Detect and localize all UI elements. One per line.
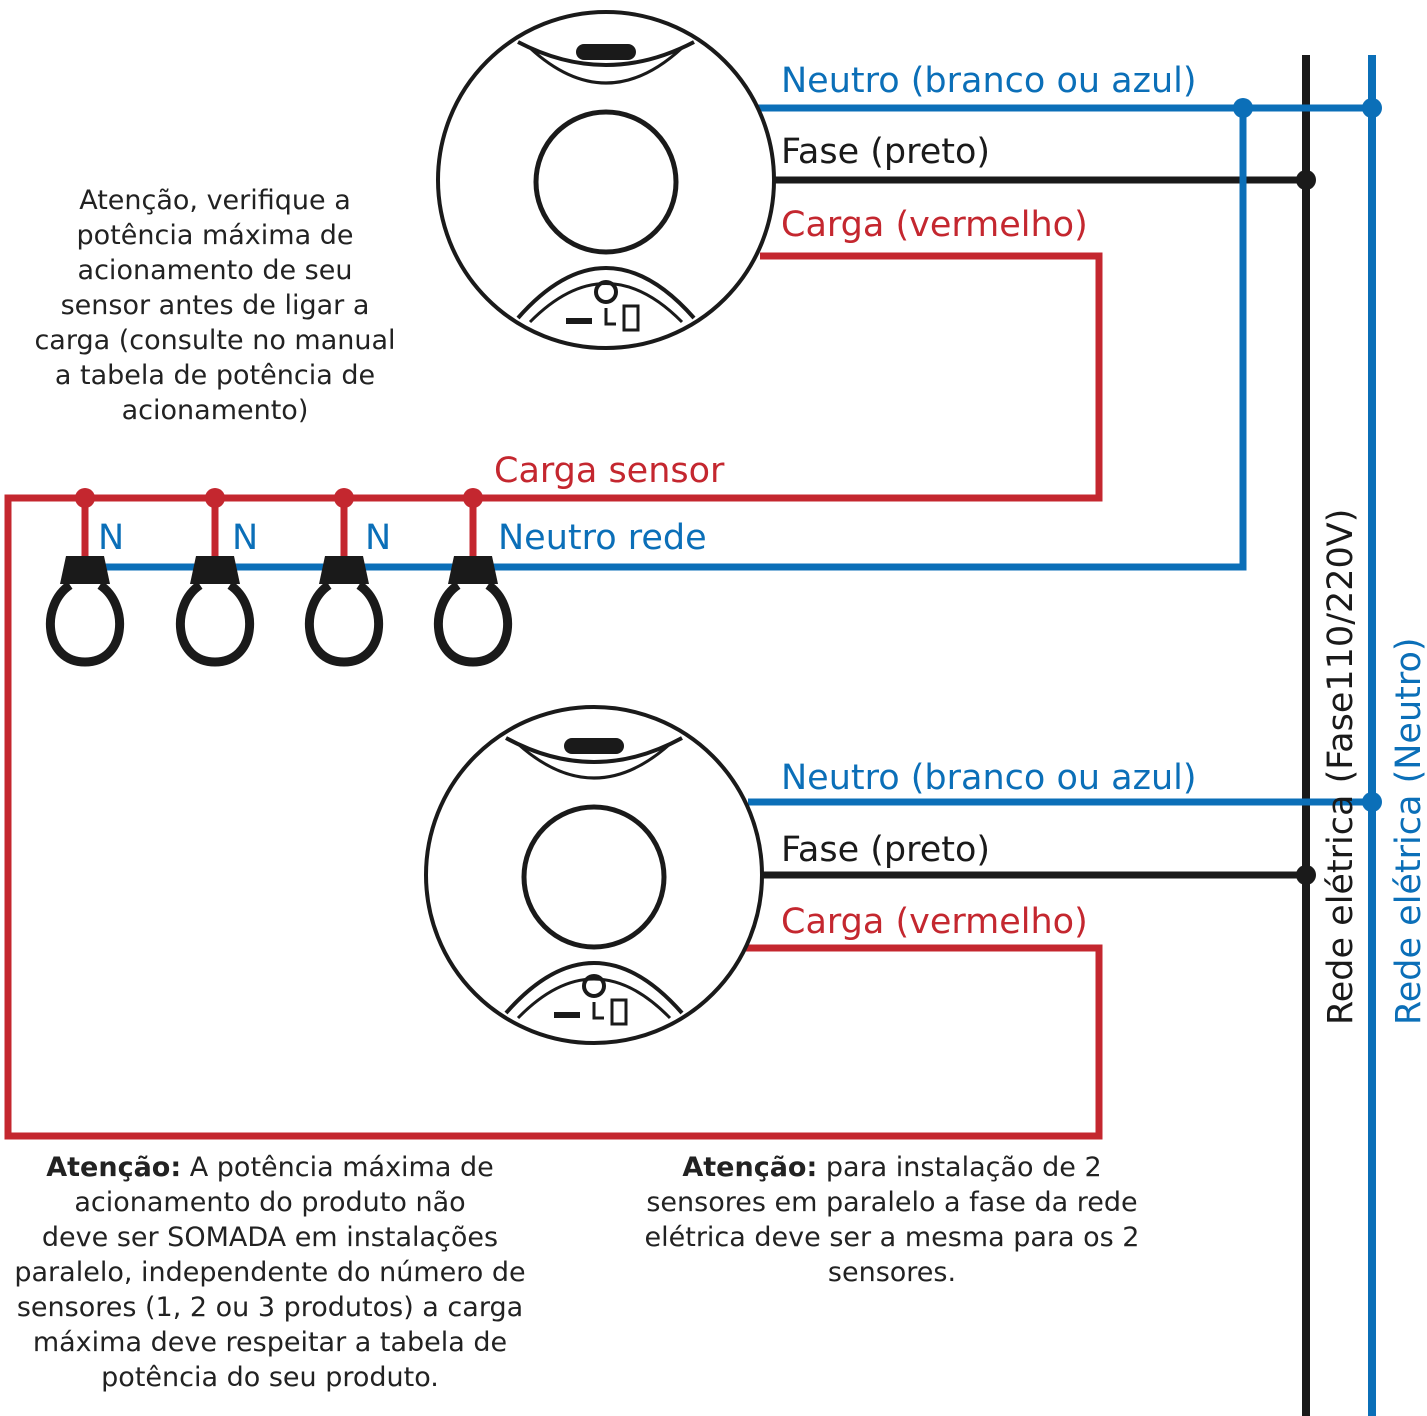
lamp-4	[433, 488, 513, 667]
note-top: Atenção, verifique a potência máxima de …	[34, 185, 396, 426]
junction-dot	[1362, 792, 1382, 812]
lamp-3	[304, 488, 384, 667]
note-text: A potência máxima de acionamento do prod…	[14, 1152, 526, 1393]
junction-dot	[1296, 170, 1316, 190]
note-bottom-left: Atenção: A potência máxima de acionament…	[0, 1150, 540, 1395]
lamp-neutral-label: N	[232, 518, 258, 558]
junction-dot	[1233, 98, 1253, 118]
lamp-1	[45, 488, 125, 667]
bottom-load-label: Carga (vermelho)	[781, 902, 1088, 942]
sensor-top	[436, 10, 776, 350]
junction-dot	[1296, 865, 1316, 885]
load-bus-label: Carga sensor	[494, 451, 725, 491]
note-bottom-right: Atenção: para instalação de 2 sensores e…	[622, 1150, 1162, 1290]
bottom-neutral-label: Neutro (branco ou azul)	[781, 758, 1197, 798]
note-text: para instalação de 2 sensores em paralel…	[644, 1152, 1140, 1288]
top-neutral-label: Neutro (branco ou azul)	[781, 61, 1197, 101]
junction-dot	[1362, 98, 1382, 118]
top-phase-label: Fase (preto)	[781, 132, 990, 172]
top-load-wire	[4, 252, 1103, 1140]
lamp-2	[175, 488, 255, 667]
neutral-bus-label: Neutro rede	[498, 518, 707, 558]
top-load-label: Carga (vermelho)	[781, 205, 1088, 245]
bottom-phase-label: Fase (preto)	[781, 830, 990, 870]
note-bold: Atenção:	[46, 1152, 182, 1183]
rail-phase-label: Rede elétrica (Fase110/220V)	[1321, 509, 1361, 1025]
lamp-neutral-label: N	[365, 518, 391, 558]
lamp-neutral-label: N	[98, 518, 124, 558]
rail-neutral-label: Rede elétrica (Neutro)	[1389, 637, 1427, 1025]
sensor-bottom	[424, 705, 764, 1045]
note-bold: Atenção:	[682, 1152, 818, 1183]
